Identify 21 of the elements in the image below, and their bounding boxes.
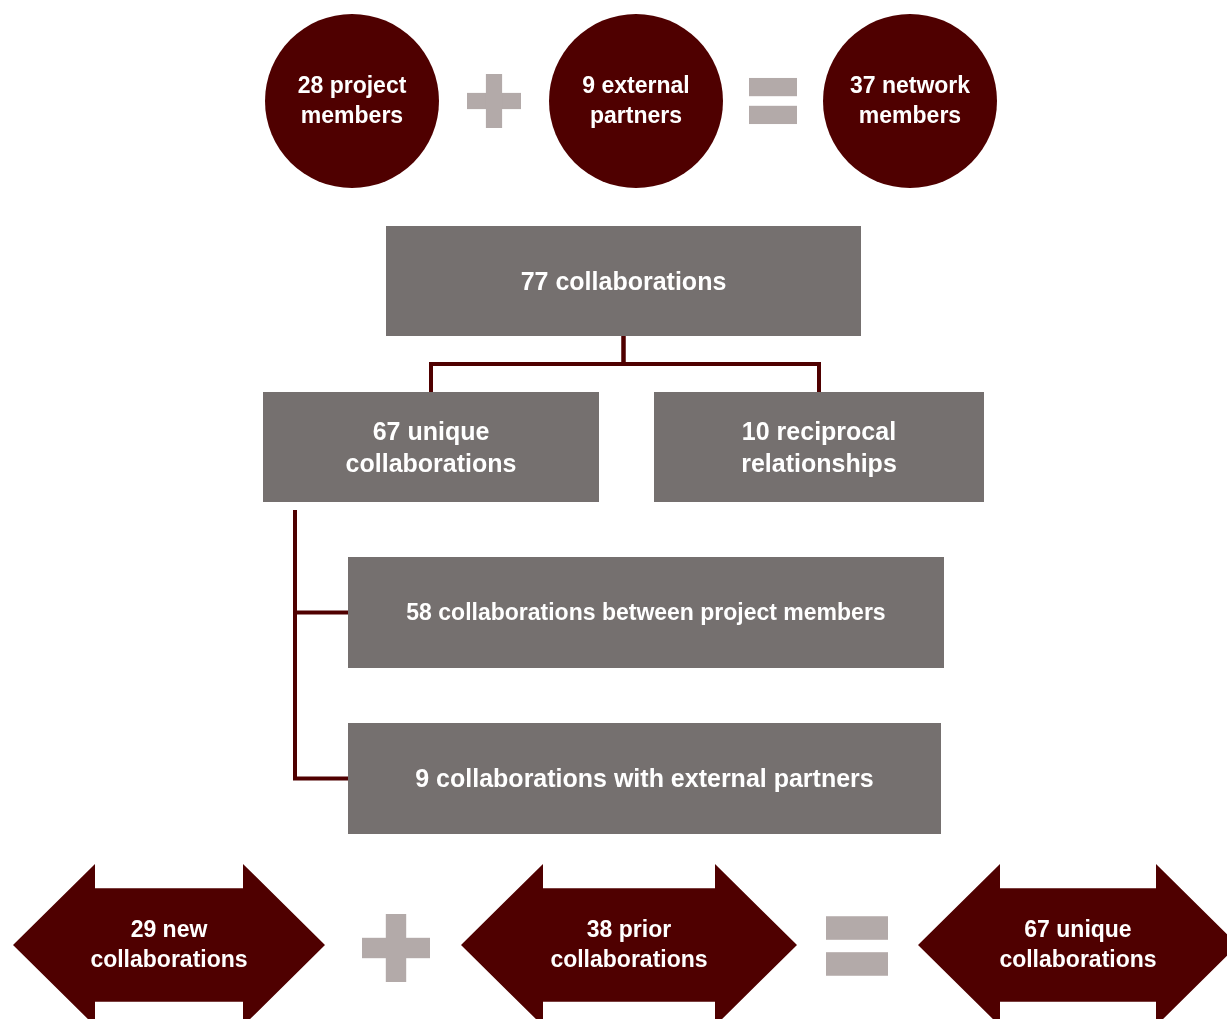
double-arrow (461, 864, 797, 1019)
node-label: 37 network members (848, 71, 972, 130)
connector-line (293, 510, 348, 781)
process-box (263, 392, 599, 502)
node-label: 29 new collaborations (90, 916, 248, 972)
node-label: 10 reciprocal relationships (740, 415, 898, 479)
node-label: 58 collaborations between project members (406, 597, 886, 627)
double-arrow (13, 864, 325, 1019)
process-box (386, 226, 861, 336)
node-label: 77 collaborations (520, 265, 727, 297)
double-arrow (918, 864, 1227, 1019)
process-box (348, 557, 944, 668)
node-label: 9 external partners (581, 71, 691, 130)
node-label: 67 unique collaborations (344, 415, 518, 479)
node-label: 28 project members (296, 71, 408, 130)
process-box (654, 392, 984, 502)
process-box (348, 723, 941, 834)
node-label: 38 prior collaborations (550, 916, 708, 972)
node-label: 9 collaborations with external partners (415, 763, 874, 795)
connector-line (621, 336, 821, 392)
node-label: 67 unique collaborations (999, 916, 1157, 972)
